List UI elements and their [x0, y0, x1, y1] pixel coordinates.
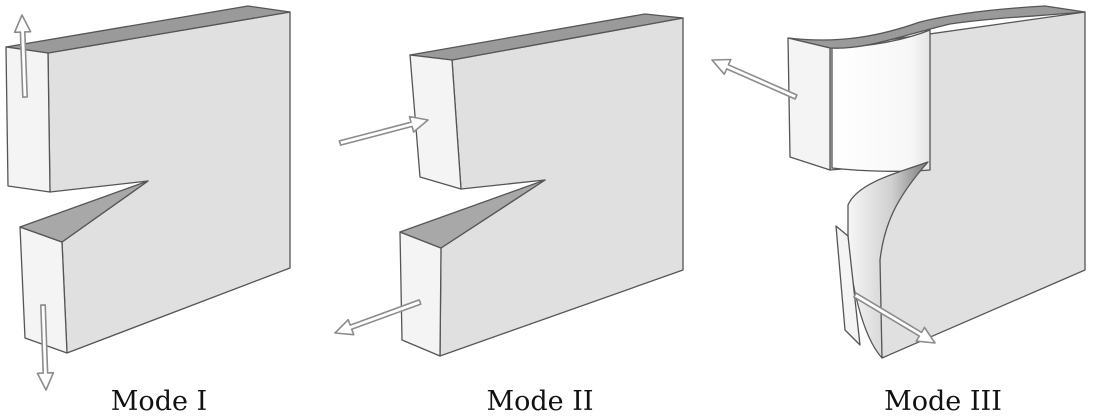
mode-2-upper-arrow — [338, 115, 429, 146]
mode-3-block — [787, 5, 1086, 359]
mode-1-block — [5, 5, 291, 354]
mode-3-lower-arrow — [853, 292, 936, 344]
mode-1-upper-arrow — [13, 14, 32, 98]
mode-3-curved-crack-face — [847, 161, 929, 359]
mode-2-lower-end-face — [399, 231, 442, 357]
mode-2-block — [399, 13, 684, 357]
mode-1-upper-end-face — [5, 46, 51, 193]
mode-3-caption: Mode III — [884, 386, 1002, 417]
mode-3-upper-end-face — [787, 37, 831, 171]
mode-2-upper-end-face — [409, 54, 462, 190]
mode-2-lower-arrow — [334, 299, 422, 336]
mode-3-lower-end-face — [835, 225, 861, 346]
mode-1-caption: Mode I — [110, 386, 208, 417]
mode-3-upper-arrow — [711, 58, 798, 100]
mode-3-top-face — [787, 5, 1086, 49]
mode-3-top-band — [831, 29, 931, 172]
mode-2-notch-lower-face — [399, 179, 546, 249]
mode-2-caption: Mode II — [486, 386, 594, 417]
mode-2-main-face — [439, 17, 684, 357]
mode-1-main-face — [47, 11, 291, 354]
mode-1-notch-lower-face — [19, 180, 149, 243]
mode-1-lower-arrow — [36, 304, 55, 391]
